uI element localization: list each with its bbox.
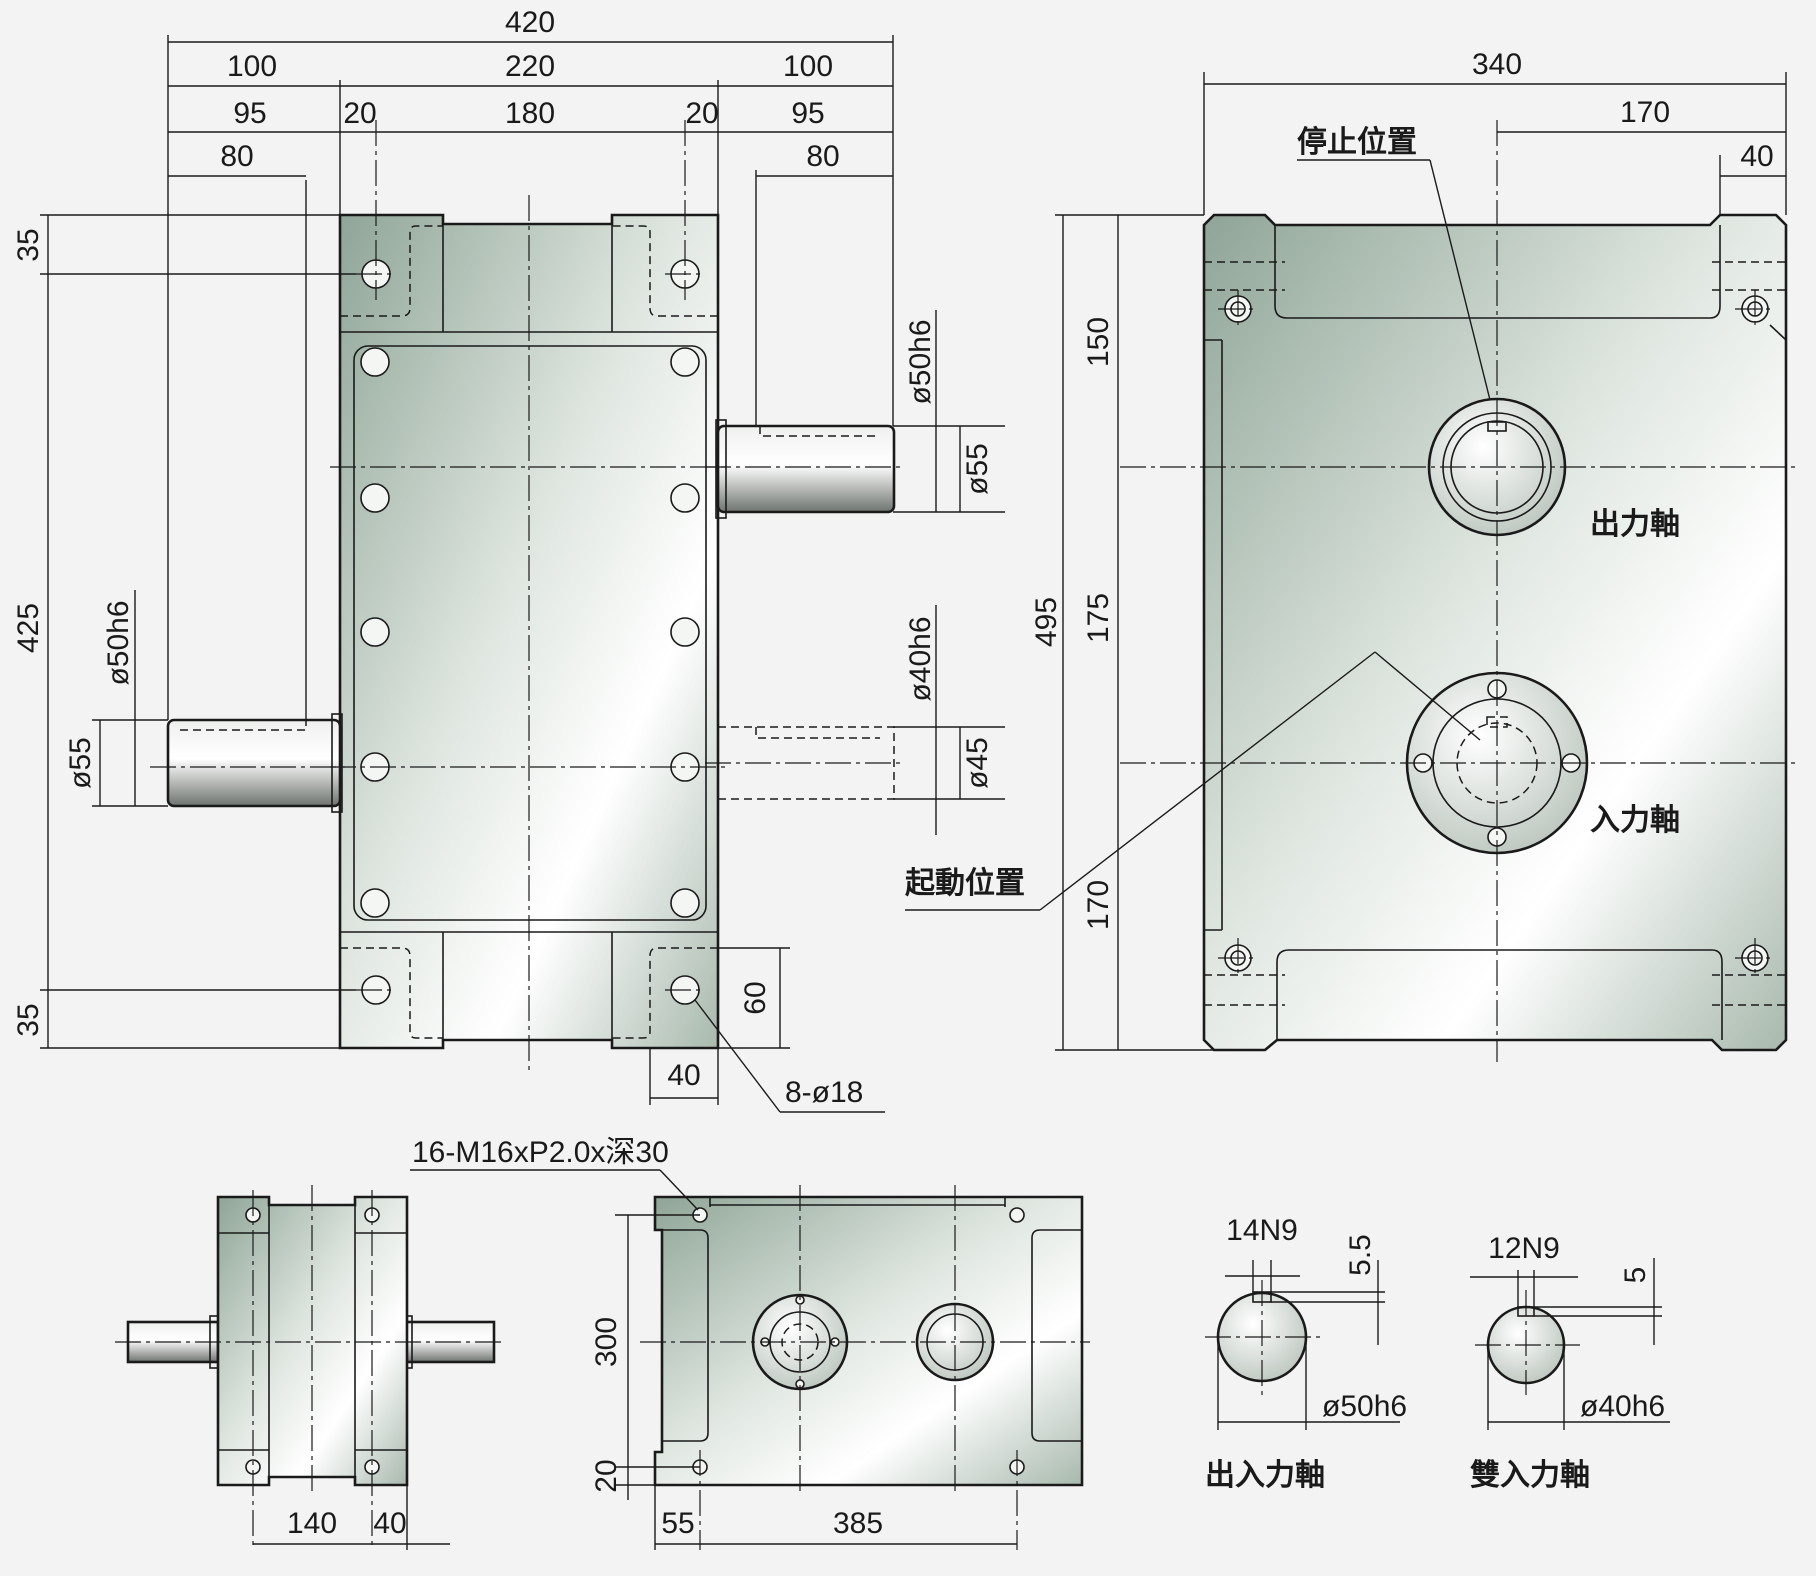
dim-foot-40: 40 — [667, 1059, 700, 1092]
key-dual-dia: ø40h6 — [1580, 1390, 1665, 1423]
dim-right-bot-tol: ø40h6 — [904, 616, 937, 701]
dim-left-shaft-tol: ø50h6 — [102, 600, 135, 685]
top-view — [115, 1185, 505, 1550]
dim-495: 495 — [1030, 597, 1063, 647]
key-io-width: 14N9 — [1226, 1214, 1298, 1247]
key-detail-io: 14N9 5.5 ø50h6 出入力軸 — [1205, 1214, 1407, 1493]
key-io-dia: ø50h6 — [1322, 1390, 1407, 1423]
dim-35-top: 35 — [12, 228, 45, 261]
dim-55: 55 — [661, 1507, 694, 1540]
dim-175: 175 — [1082, 593, 1115, 643]
dim-20-left: 20 — [343, 97, 376, 130]
dim-425: 425 — [12, 603, 45, 653]
key-dual-depth: 5 — [1619, 1267, 1652, 1284]
dim-170-half: 170 — [1620, 96, 1670, 129]
dim-220: 220 — [505, 50, 555, 83]
key-dual-width: 12N9 — [1488, 1232, 1560, 1265]
right-top-shaft — [716, 424, 896, 514]
dim-100-right: 100 — [783, 50, 833, 83]
dim-left-shaft-dia: ø55 — [64, 737, 97, 789]
dim-150: 150 — [1082, 317, 1115, 367]
dim-95-left: 95 — [233, 97, 266, 130]
dim-140: 140 — [287, 1507, 337, 1540]
base-view-dimensions: 16-M16xP2.0x深30 300 20 55 385 — [410, 1136, 1017, 1550]
dim-foot-60: 60 — [739, 981, 772, 1014]
label-input-shaft: 入力軸 — [1590, 803, 1680, 838]
holes-note: 8-ø18 — [785, 1076, 863, 1109]
dim-180: 180 — [505, 97, 555, 130]
dim-300: 300 — [590, 1317, 623, 1367]
base-view — [640, 1185, 1090, 1550]
dim-right-bot-dia: ø45 — [961, 737, 994, 789]
dim-340: 340 — [1472, 48, 1522, 81]
dim-80-right: 80 — [806, 140, 839, 173]
top-view-dimensions: 140 40 — [253, 1485, 450, 1550]
dim-right-top-dia: ø55 — [961, 443, 994, 495]
dim-95-right: 95 — [791, 97, 824, 130]
caption-dual-shaft: 雙入力軸 — [1470, 1458, 1590, 1493]
tap-note: 16-M16xP2.0x深30 — [412, 1136, 669, 1169]
dim-100-left: 100 — [227, 50, 277, 83]
dim-420: 420 — [505, 6, 555, 39]
cover-plate — [353, 345, 707, 921]
dim-20-right: 20 — [685, 97, 718, 130]
label-output-shaft: 出力軸 — [1590, 507, 1680, 542]
key-io-depth: 5.5 — [1344, 1234, 1377, 1276]
front-view — [150, 120, 905, 1070]
dim-170-bot: 170 — [1082, 880, 1115, 930]
left-shaft — [166, 718, 342, 808]
dim-385: 385 — [833, 1507, 883, 1540]
side-dimensions: 340 170 40 495 150 175 170 停止位置 起動位置 出力軸… — [905, 48, 1787, 1051]
dim-40-top: 40 — [373, 1507, 406, 1540]
label-start-position: 起動位置 — [905, 866, 1025, 901]
side-view — [1120, 120, 1800, 1062]
dim-right-top-tol: ø50h6 — [904, 319, 937, 404]
dim-40-edge: 40 — [1740, 140, 1773, 173]
dim-35-bottom: 35 — [12, 1003, 45, 1036]
dim-80-left: 80 — [220, 140, 253, 173]
cover-bolts — [360, 347, 700, 918]
front-dimensions: 420 100 220 100 95 20 180 20 95 80 80 35… — [12, 6, 1005, 1113]
label-stop-position: 停止位置 — [1297, 125, 1417, 160]
key-detail-dual: 12N9 5 ø40h6 雙入力軸 — [1470, 1232, 1670, 1493]
side-body — [1202, 213, 1788, 1052]
dim-20-base: 20 — [590, 1459, 623, 1492]
caption-io-shaft: 出入力軸 — [1205, 1458, 1325, 1493]
